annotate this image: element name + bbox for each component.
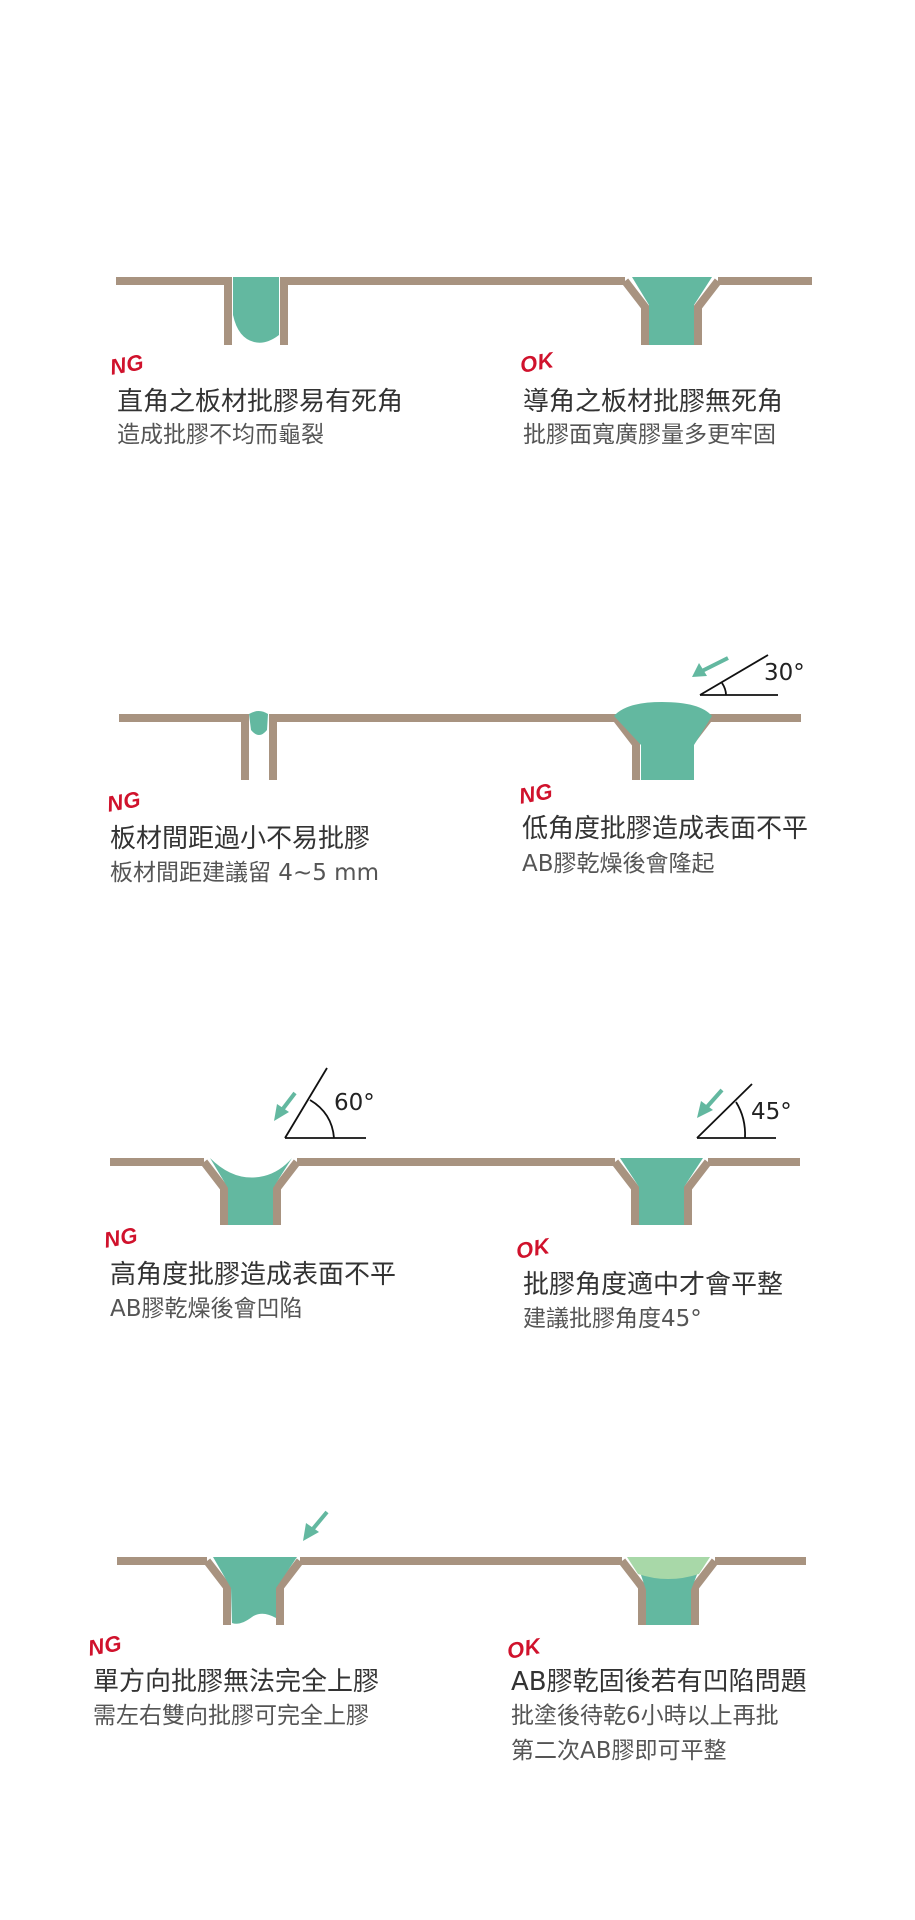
panel-sub-3: 板材間距建議留 4~5 mm (110, 860, 379, 886)
panel-sub-2: 批膠面寬廣膠量多更牢固 (523, 422, 776, 448)
glue-ok-4-base (640, 1572, 698, 1625)
angle-45-label: 45° (751, 1099, 792, 1125)
panel-title-6: 批膠角度適中才會平整 (523, 1270, 784, 1300)
board-row-1 (116, 277, 812, 345)
panel-title-2: 導角之板材批膠無死角 (523, 387, 784, 417)
panel-sub-6: 建議批膠角度45° (523, 1306, 702, 1332)
glue-ng-3 (614, 702, 712, 780)
glue-ok-1 (632, 277, 712, 345)
angle-60-icon (284, 1067, 366, 1139)
arrow-30-icon (692, 656, 729, 677)
panel-sub-4: AB膠乾燥後會隆起 (522, 851, 715, 877)
angle-60-label: 60° (334, 1090, 375, 1116)
glue-ng-1 (233, 277, 279, 343)
glue-ok-4-top (627, 1557, 710, 1579)
glue-ng-5 (213, 1557, 297, 1624)
glue-ng-2 (249, 711, 268, 735)
panel-sub-8a: 批塗後待乾6小時以上再批 (511, 1703, 779, 1729)
panel-title-5: 高角度批膠造成表面不平 (110, 1260, 397, 1290)
panel-title-8: AB膠乾固後若有凹陷問題 (511, 1667, 807, 1697)
arrow-60-icon (274, 1091, 297, 1121)
glue-ng-4 (210, 1158, 292, 1225)
angle-30-label: 30° (764, 660, 805, 686)
angle-30-icon (699, 654, 778, 696)
panel-title-3: 板材間距過小不易批膠 (110, 824, 371, 854)
board-row-4 (117, 1557, 806, 1625)
panel-title-4: 低角度批膠造成表面不平 (522, 814, 809, 844)
panel-title-1: 直角之板材批膠易有死角 (117, 387, 404, 417)
arrow-oneway-icon (303, 1510, 329, 1541)
panel-sub-7: 需左右雙向批膠可完全上膠 (93, 1703, 369, 1729)
board-row-3 (110, 1158, 800, 1225)
panel-title-7: 單方向批膠無法完全上膠 (93, 1667, 380, 1697)
angle-45-icon (696, 1083, 776, 1139)
glue-ok-3 (620, 1158, 703, 1225)
panel-sub-5: AB膠乾燥後會凹陷 (110, 1296, 303, 1322)
arrow-45-icon (697, 1088, 724, 1118)
panel-sub-1: 造成批膠不均而龜裂 (117, 422, 324, 448)
panel-sub-8b: 第二次AB膠即可平整 (511, 1738, 727, 1764)
